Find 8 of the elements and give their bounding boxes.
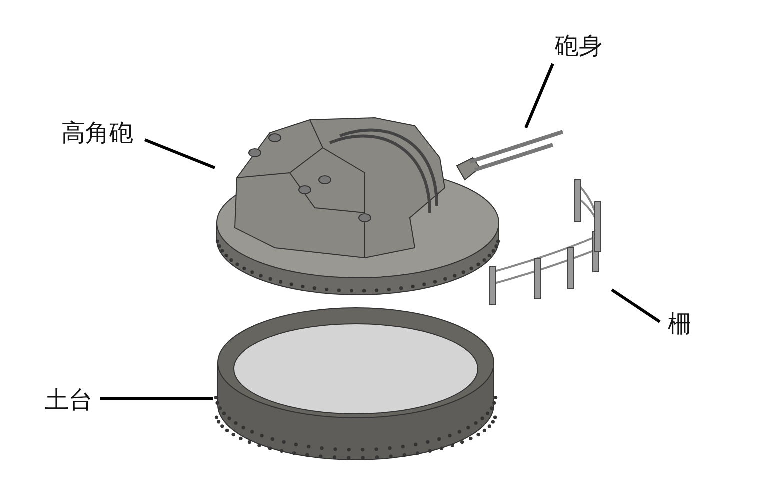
part-label: 砲身 xyxy=(545,28,613,64)
leader-line xyxy=(144,138,216,170)
part-label: 高角砲 xyxy=(50,115,145,151)
part-label: 柵 xyxy=(660,306,700,342)
leader-line xyxy=(100,398,213,400)
leader-line xyxy=(611,288,661,324)
part-label: 土台 xyxy=(38,382,100,418)
leader-line xyxy=(524,63,554,129)
